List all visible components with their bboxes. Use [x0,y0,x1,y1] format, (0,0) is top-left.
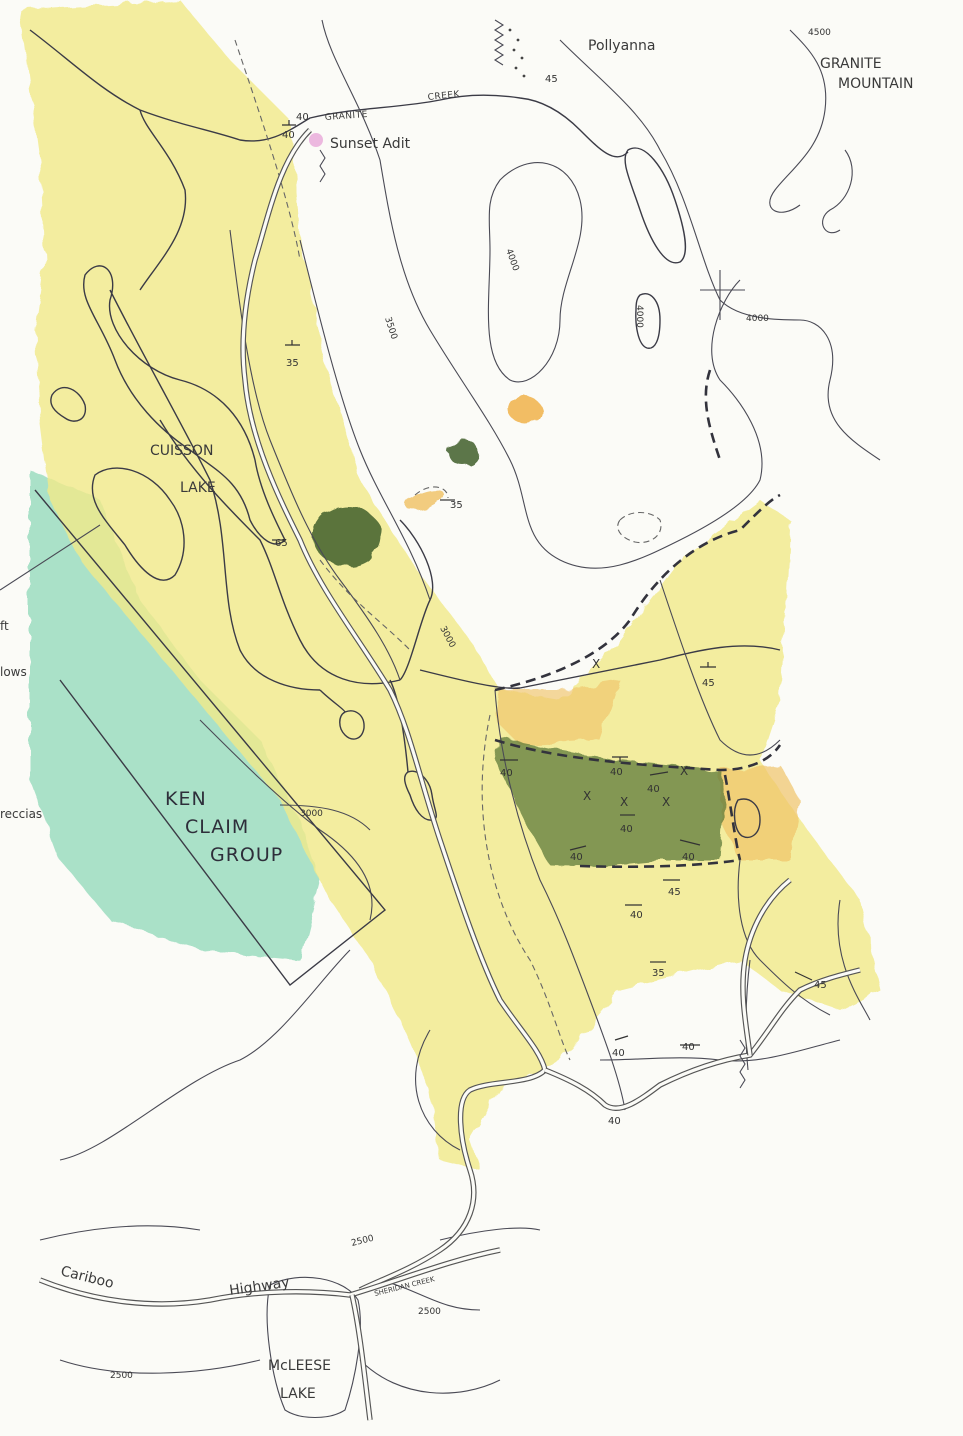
map-symbols: X X X X X [319,19,746,1089]
label-ken-1: KEN [165,788,207,810]
dip-label: 45 [545,74,558,85]
dip-label: 40 [620,824,633,835]
label-ken-2: CLAIM [185,816,249,838]
pink-adit-mark [309,133,323,147]
dip-label: 45 [702,678,715,689]
dip-label: 35 [450,500,463,511]
contour-2500-c: 2500 [110,1371,133,1381]
strike-dip-marks [272,120,813,1046]
contour-4500: 4500 [808,28,831,38]
label-granite-creek-2: CREEK [427,90,461,103]
geologic-contacts [234,39,782,1061]
label-cuisson-2: LAKE [180,480,216,496]
dip-label: 40 [612,1048,625,1059]
contour-3000-b: 3000 [300,809,323,819]
ken-claim-boundary [0,489,386,986]
roads [38,128,861,1421]
svg-text:X: X [680,764,688,778]
dip-label: 35 [652,968,665,979]
svg-text:X: X [592,657,600,671]
label-legend-cut-1: ft [0,619,9,633]
label-pollyanna: Pollyanna [588,38,655,54]
label-granite-mountain-2: MOUNTAIN [838,76,913,92]
svg-text:X: X [620,795,628,809]
teal-unit [30,470,320,960]
dip-label: 40 [647,784,660,795]
orange-unit [405,396,800,860]
dip-label: 45 [814,980,827,991]
dip-label: 35 [286,358,299,369]
dip-label: 40 [570,852,583,863]
label-granite-creek-1: GRANITE [325,110,369,123]
contour-4000-b: 4000 [634,305,644,328]
label-cuisson-1: CUISSON [150,443,213,459]
dip-label: 65 [275,538,288,549]
contours [199,19,881,1311]
dip-label: 40 [608,1116,621,1127]
svg-text:X: X [662,795,670,809]
label-legend-cut-2: lows [0,665,27,679]
dip-label: 40 [682,852,695,863]
dip-label: 40 [610,767,623,778]
yellow-unit [20,0,880,1170]
label-ken-3: GROUP [210,844,283,866]
contour-3500: 3500 [382,316,399,341]
dip-label: 40 [682,1042,695,1053]
contour-2500-b: 2500 [418,1307,441,1317]
dip-label: 40 [630,910,643,921]
svg-text:X: X [583,789,591,803]
dip-label: 40 [296,112,309,123]
contour-4000-c: 4000 [746,314,769,324]
dip-labels: 40 45 35 35 65 45 40 40 40 40 40 40 40 4… [275,74,827,1127]
dip-label: 40 [500,768,513,779]
dip-label: 40 [282,130,295,141]
label-granite-mountain-1: GRANITE [820,56,882,72]
contour-2500-a: 2500 [350,1234,375,1249]
label-mcleese-2: LAKE [280,1386,316,1402]
green-unit [313,439,725,866]
label-legend-cut-3: reccias [0,807,42,821]
dip-label: 45 [668,887,681,898]
label-mcleese-1: McLEESE [268,1358,331,1374]
label-sunset-adit: Sunset Adit [330,136,411,152]
contour-4000-a: 4000 [503,248,520,273]
